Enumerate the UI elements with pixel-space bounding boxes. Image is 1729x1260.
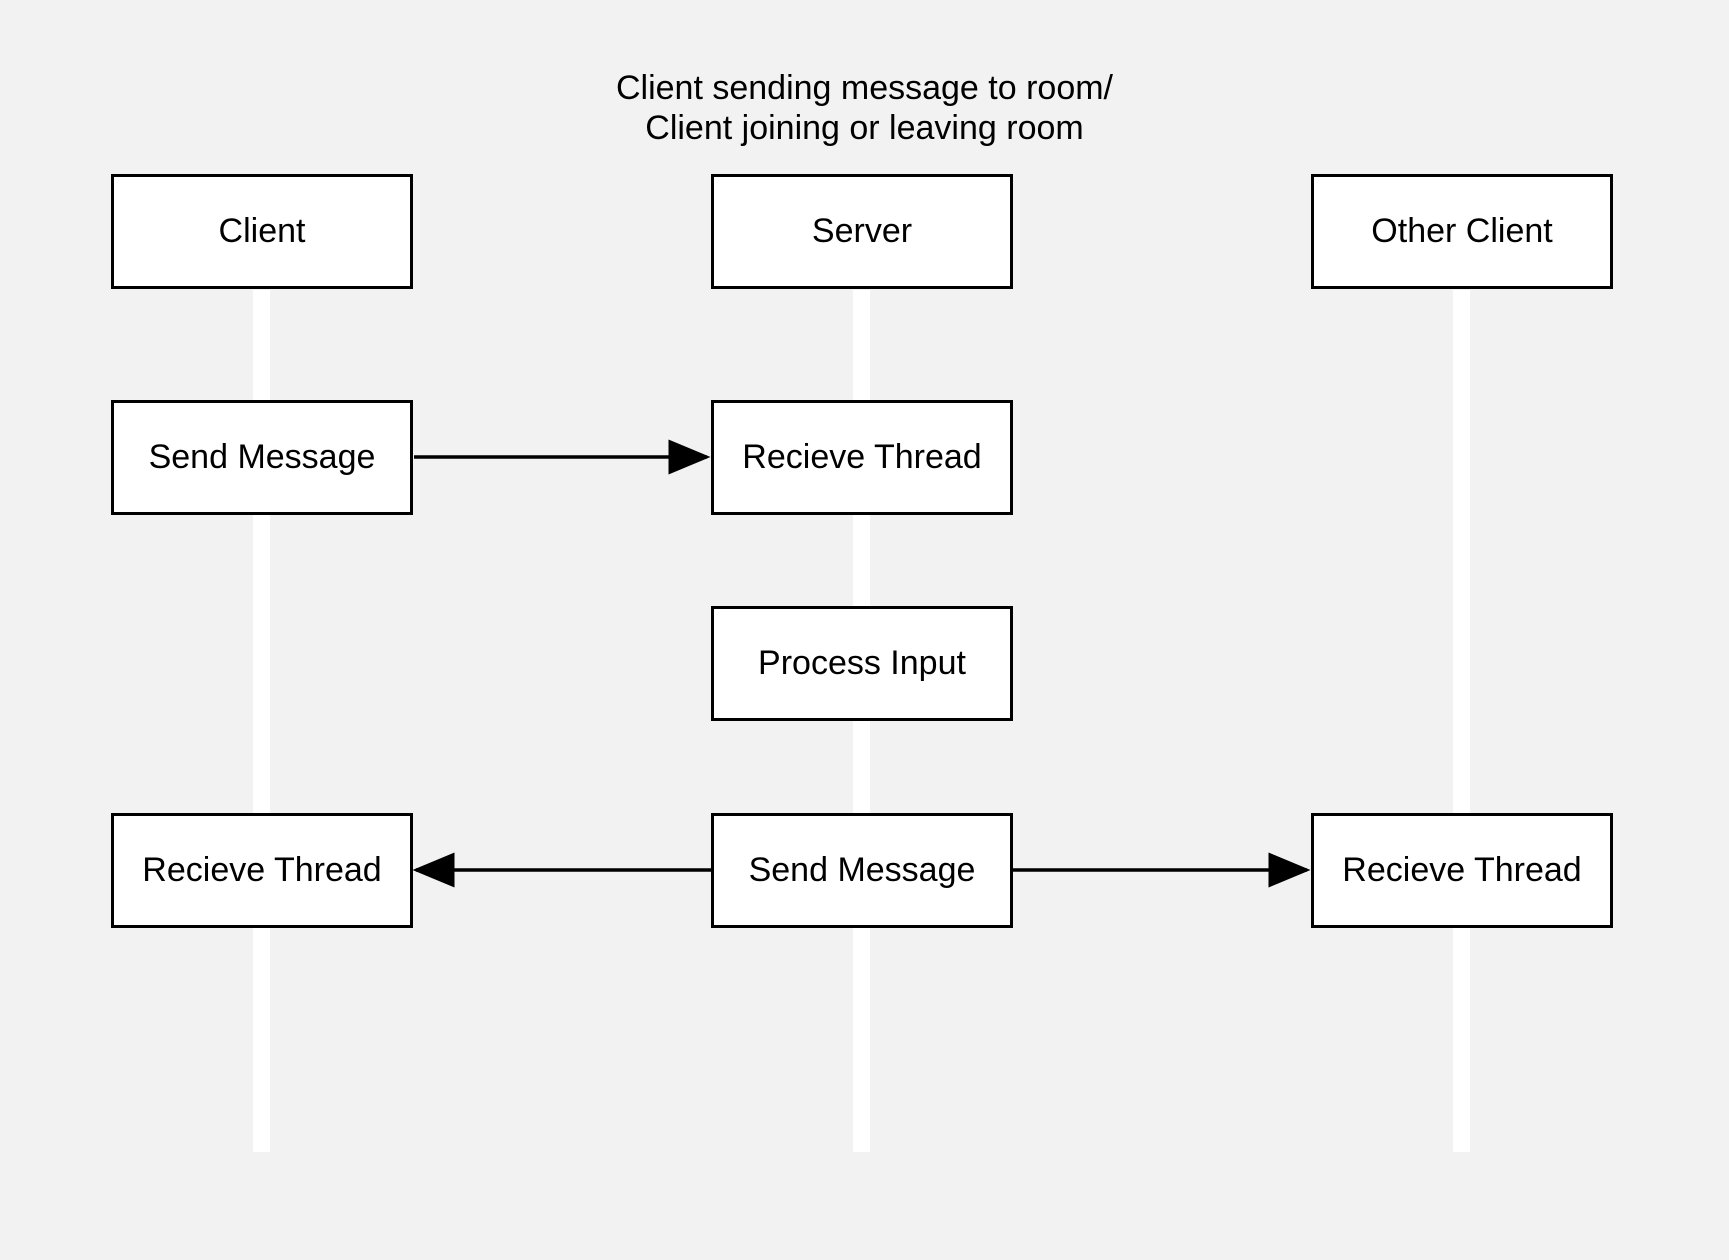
step-label: Recieve Thread (1342, 851, 1582, 889)
step-label: Send Message (748, 851, 976, 889)
server-send-message-box: Send Message (711, 813, 1013, 928)
lane-header-label: Other Client (1371, 212, 1553, 250)
diagram-title-line-2: Client joining or leaving room (645, 109, 1084, 147)
step-label: Process Input (758, 644, 966, 682)
step-label: Send Message (148, 438, 376, 476)
step-label: Recieve Thread (742, 438, 982, 476)
lifeline-other-client (1453, 290, 1470, 1152)
diagram-title-line-1: Client sending message to room/ (615, 69, 1114, 107)
other-client-receive-thread-box: Recieve Thread (1311, 813, 1613, 928)
lane-header-server: Server (711, 174, 1013, 289)
lane-header-label: Server (811, 212, 913, 250)
lane-header-client: Client (111, 174, 413, 289)
step-label: Recieve Thread (142, 851, 382, 889)
client-receive-thread-box: Recieve Thread (111, 813, 413, 928)
server-process-input-box: Process Input (711, 606, 1013, 721)
server-receive-thread-box: Recieve Thread (711, 400, 1013, 515)
client-send-message-box: Send Message (111, 400, 413, 515)
lane-header-label: Client (218, 212, 306, 250)
lane-header-other-client: Other Client (1311, 174, 1613, 289)
